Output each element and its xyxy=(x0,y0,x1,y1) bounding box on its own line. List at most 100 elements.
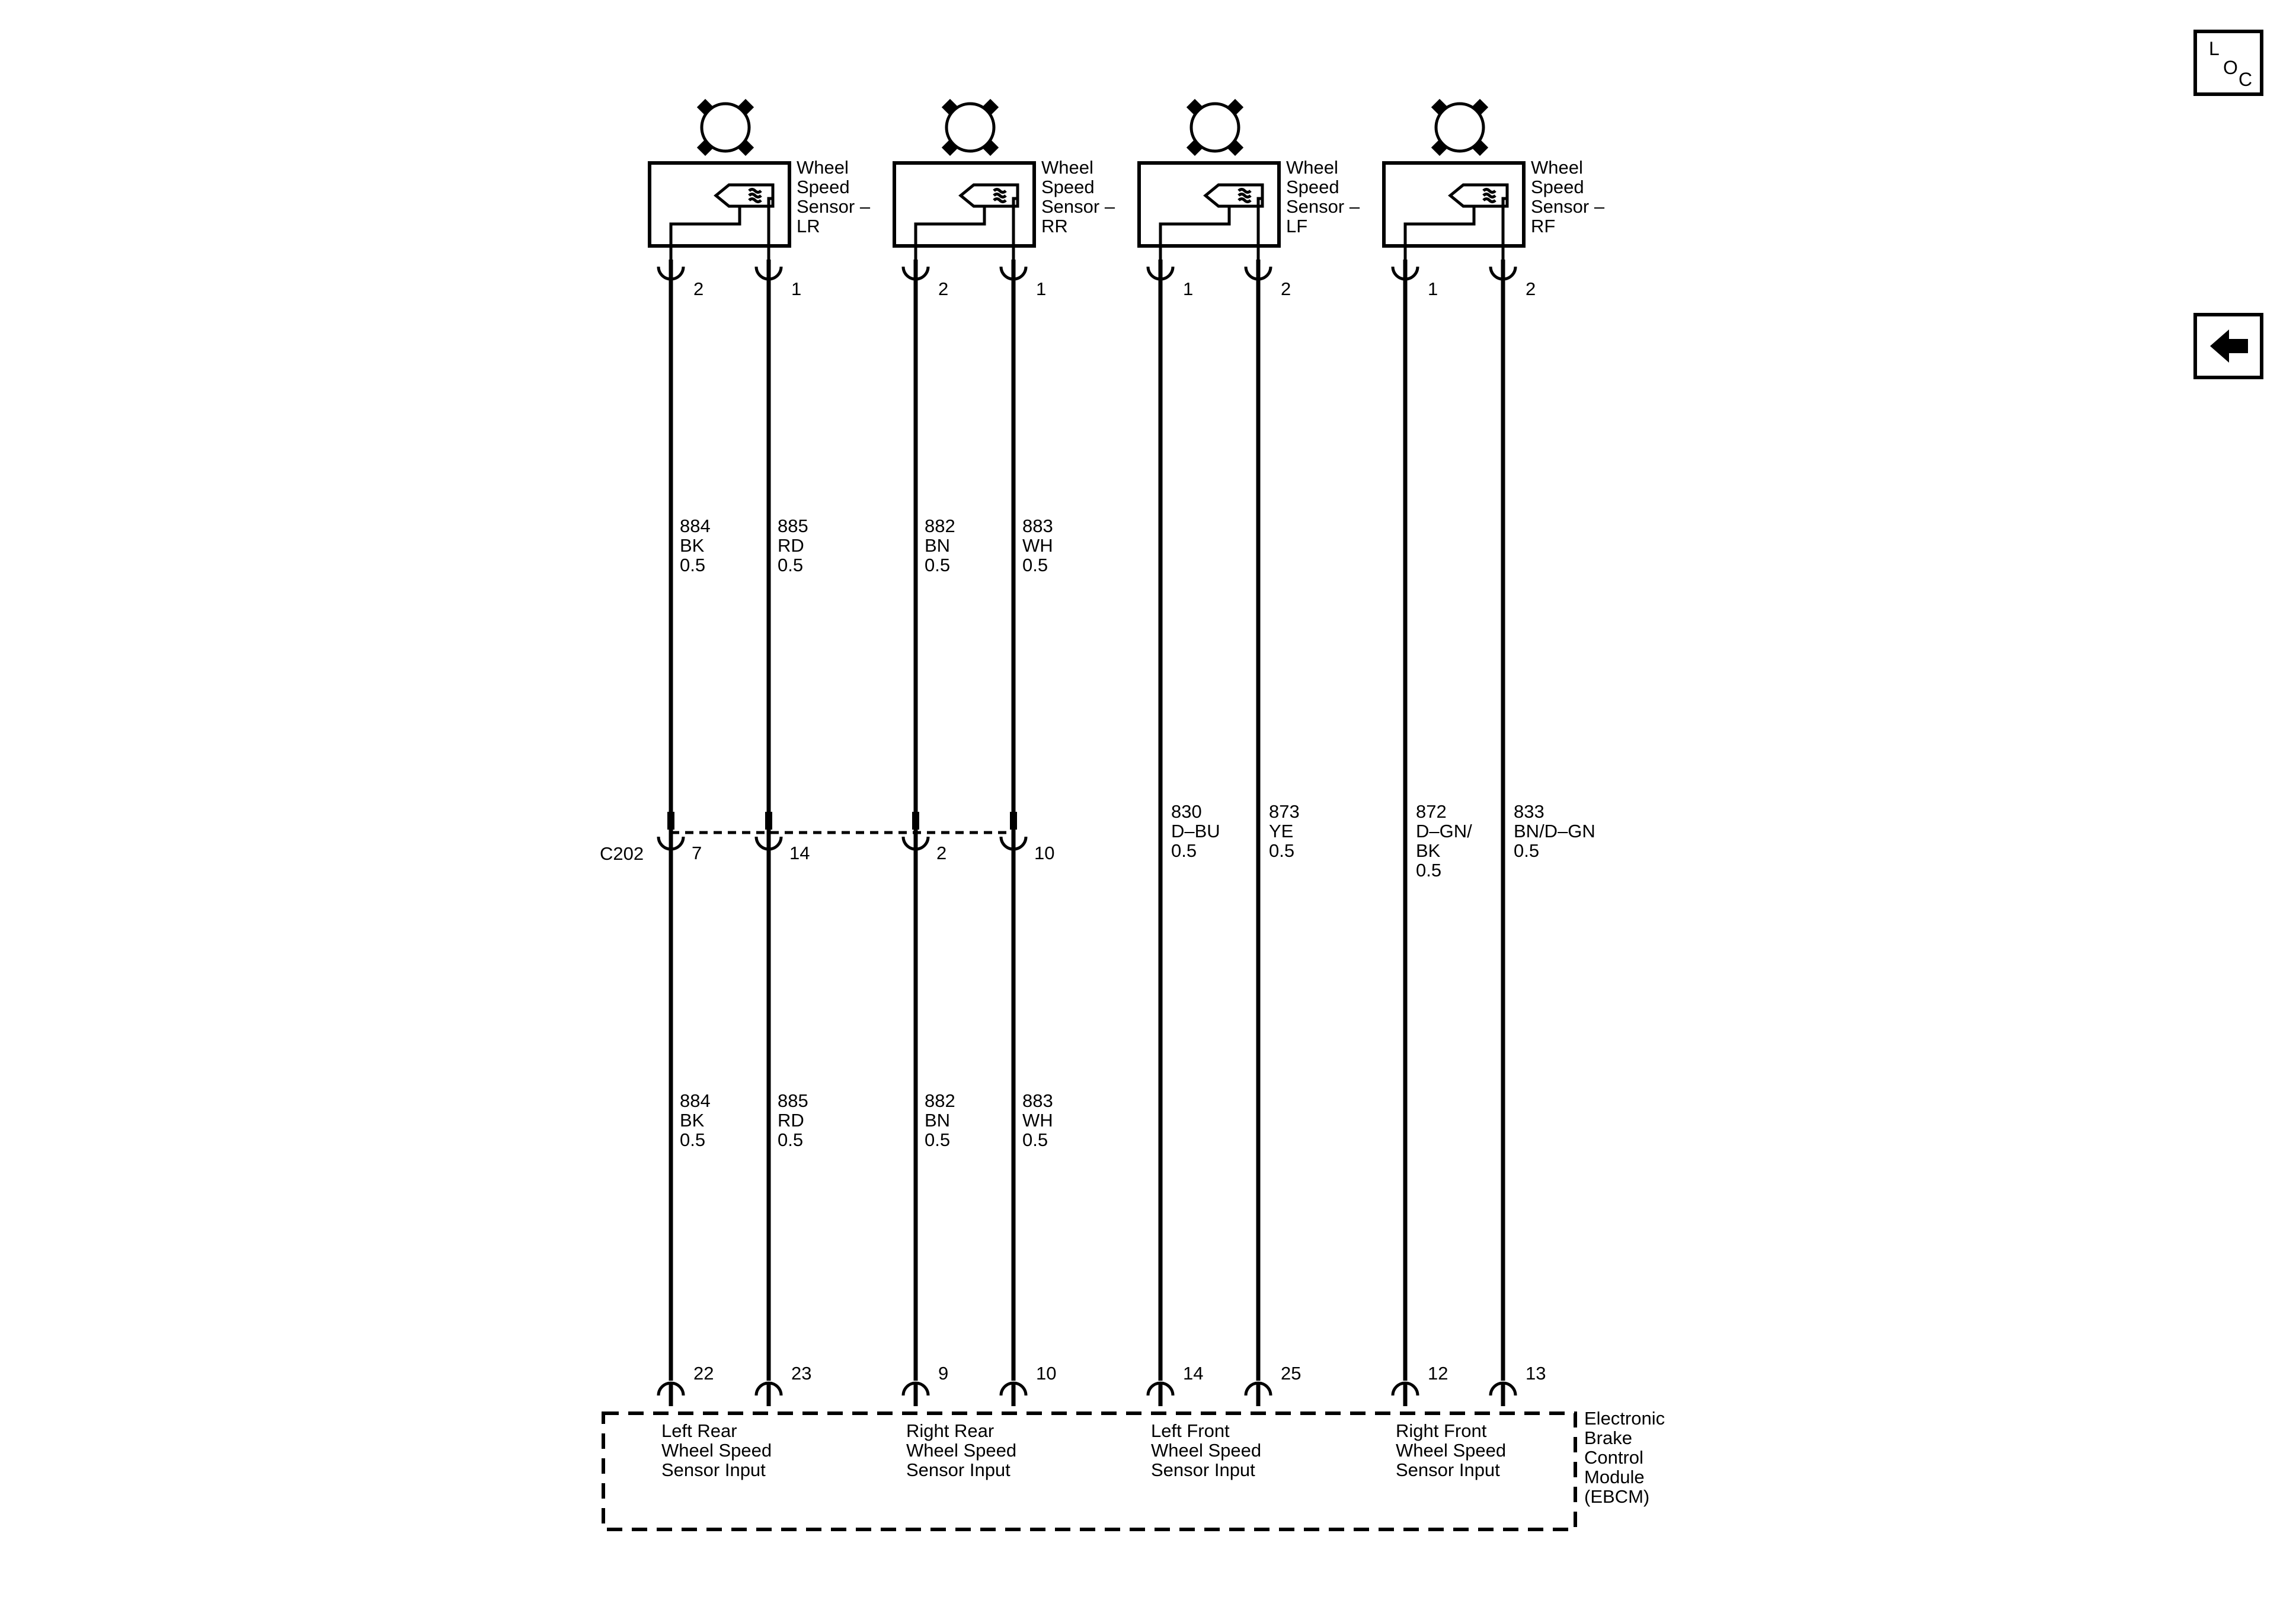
module-input-label-line: Sensor Input xyxy=(661,1459,766,1480)
circuit-label-line: 885 xyxy=(778,1090,808,1111)
module-input-label-line: Wheel Speed xyxy=(1151,1440,1261,1461)
wheel-lug xyxy=(1226,98,1244,116)
wheel-lug xyxy=(1471,139,1489,156)
circuit-label-line: 882 xyxy=(925,1090,955,1111)
wheel-circle xyxy=(1434,102,1485,153)
circuit-label-line: 883 xyxy=(1022,516,1053,536)
sensor-pin-number: 1 xyxy=(1428,279,1438,299)
circuit-label-line: 884 xyxy=(680,516,711,536)
wheel-circle xyxy=(945,102,996,153)
sensor-coil xyxy=(1482,188,1496,194)
circuit-label-line: 0.5 xyxy=(778,555,803,575)
circuit-label-line: 0.5 xyxy=(1269,840,1294,861)
circuit-label-line: BK xyxy=(680,535,705,556)
wheel-lug xyxy=(696,139,714,156)
circuit-label-line: 0.5 xyxy=(925,555,950,575)
module-pin-number: 9 xyxy=(938,1363,948,1384)
sensor-coil xyxy=(748,188,762,194)
wheel-circle xyxy=(1189,102,1240,153)
circuit-label-line: 0.5 xyxy=(1171,840,1197,861)
sensor-label-line: Speed xyxy=(1286,177,1339,197)
sensor-pin-number: 2 xyxy=(938,279,948,299)
circuit-label-line: WH xyxy=(1022,535,1053,556)
wheel-icon xyxy=(1431,98,1489,156)
circuit-label-line: 873 xyxy=(1269,801,1300,822)
wheel-lug xyxy=(1186,139,1204,156)
wheel-lug xyxy=(981,98,999,116)
circuit-label-line: D–BU xyxy=(1171,821,1220,841)
sensor-pin-number: 2 xyxy=(1526,279,1536,299)
wheel-lug xyxy=(981,139,999,156)
ebcm-label-line: Brake xyxy=(1584,1427,1632,1448)
sensor-label-line: Wheel xyxy=(797,157,849,178)
circuit-label-line: BK xyxy=(1416,840,1441,861)
sensor-label-line: Sensor – xyxy=(1286,196,1360,217)
inline-pin-number: 2 xyxy=(936,843,946,863)
sensor-pickup-icon xyxy=(714,183,775,208)
sensor-box xyxy=(1382,161,1526,248)
loc-letter-c: C xyxy=(2239,69,2253,90)
circuit-label-line: BN/D–GN xyxy=(1514,821,1595,841)
loc-button[interactable]: L O C xyxy=(2193,30,2263,96)
sensor-label-line: Speed xyxy=(1041,177,1095,197)
c202-label: C202 xyxy=(600,843,644,864)
sensor-coil xyxy=(993,193,1007,199)
wheel-lug xyxy=(1431,98,1448,116)
wheel-lug xyxy=(696,98,714,116)
circuit-label-line: 0.5 xyxy=(1022,555,1048,575)
module-input-label-line: Sensor Input xyxy=(906,1459,1011,1480)
module-input-label-line: Left Rear xyxy=(661,1420,737,1441)
wheel-icon xyxy=(1186,98,1244,156)
wheel-lug xyxy=(1186,98,1204,116)
circuit-label-line: 0.5 xyxy=(680,555,705,575)
sensor-coil xyxy=(1237,197,1252,203)
back-button[interactable] xyxy=(2193,313,2263,379)
circuit-label-line: 872 xyxy=(1416,801,1447,822)
module-input-label-line: Wheel Speed xyxy=(661,1440,772,1461)
module-input-label-line: Wheel Speed xyxy=(1396,1440,1506,1461)
c202-connector: C202 xyxy=(600,831,1013,864)
circuit-label-line: 884 xyxy=(680,1090,711,1111)
sensor-coil xyxy=(748,197,762,203)
module-input-label-line: Wheel Speed xyxy=(906,1440,1016,1461)
circuit-label-line: 0.5 xyxy=(680,1129,705,1150)
ebcm-box xyxy=(602,1411,1577,1531)
sensor-pickup-icon xyxy=(1448,183,1509,208)
module-input-label-line: Left Front xyxy=(1151,1420,1230,1441)
circuit-label-line: BN xyxy=(925,1110,950,1131)
circuit-label-line: YE xyxy=(1269,821,1293,841)
circuit-label-line: 0.5 xyxy=(925,1129,950,1150)
module-input-label-line: Sensor Input xyxy=(1151,1459,1255,1480)
circuit-label-line: WH xyxy=(1022,1110,1053,1131)
wheel-lug xyxy=(941,139,959,156)
circuit-label-line: BN xyxy=(925,535,950,556)
module-input-label-line: Sensor Input xyxy=(1396,1459,1500,1480)
sensor-label-line: LF xyxy=(1286,216,1307,236)
sensor-coil xyxy=(1237,188,1252,194)
sensor-label-line: Sensor – xyxy=(797,196,871,217)
sensor-label-line: Speed xyxy=(1531,177,1584,197)
inline-male-terminal xyxy=(912,812,919,830)
module-input-label-line: Right Front xyxy=(1396,1420,1487,1441)
wheel-lug xyxy=(737,139,754,156)
module-pin-number: 10 xyxy=(1036,1363,1056,1384)
sensor-pickup-icon xyxy=(958,183,1019,208)
wheel-lug xyxy=(1471,98,1489,116)
sensor-coil xyxy=(748,193,762,199)
